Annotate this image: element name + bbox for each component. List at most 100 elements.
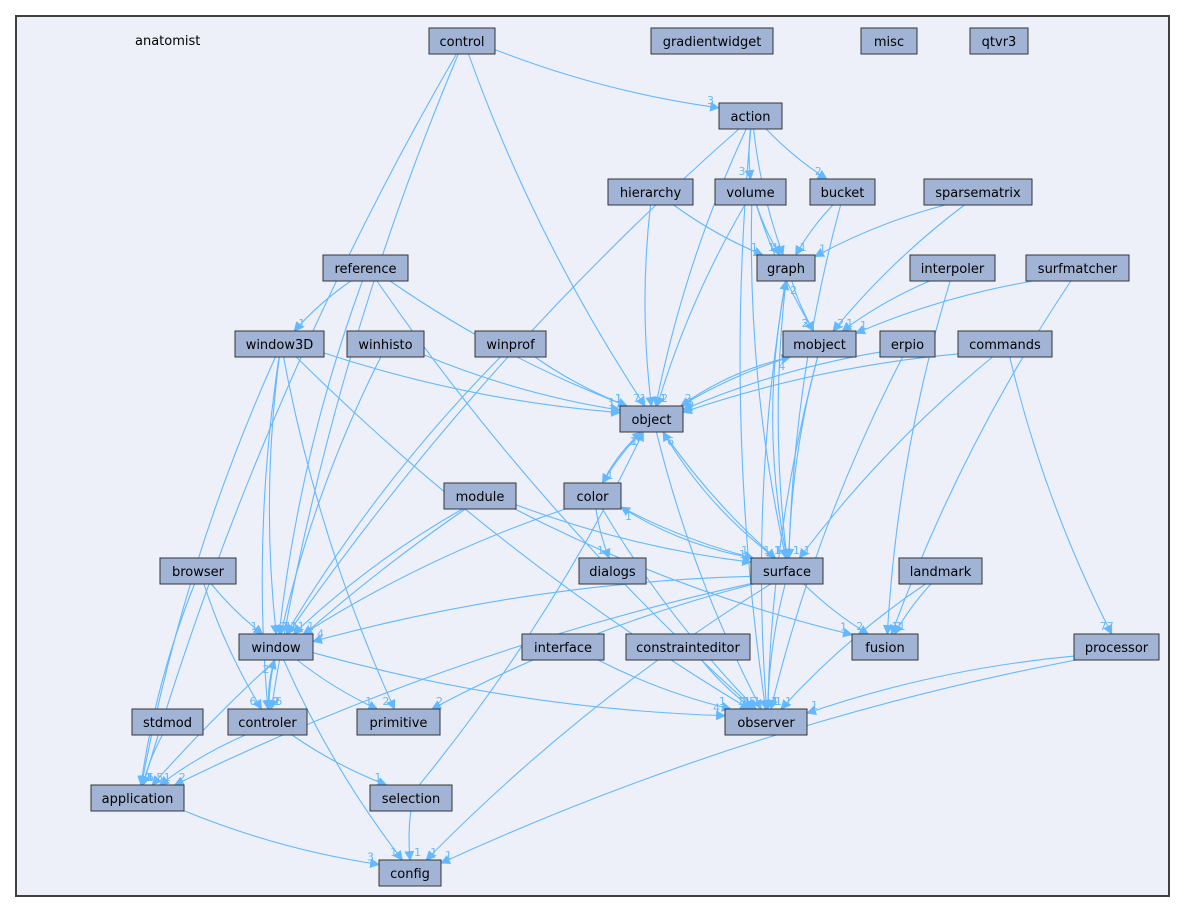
node-commands[interactable]: commands (957, 330, 1053, 358)
edge-line (654, 204, 746, 407)
node-box (809, 178, 876, 206)
edge-count-label: 1 (739, 548, 746, 561)
node-box (851, 633, 919, 661)
node-application[interactable]: application (90, 784, 185, 812)
edge-commands-to-surface: 1 (798, 356, 993, 559)
edge-count-label: 1 (772, 695, 779, 708)
node-selection[interactable]: selection (369, 784, 453, 812)
edge-count-label: 1 (800, 241, 807, 254)
node-label: mobject (793, 338, 846, 353)
edge-count-label: 1 (741, 544, 748, 557)
edge-count-label: 5 (156, 771, 163, 784)
edge-count-label: 1 (365, 695, 372, 708)
edge-line (814, 204, 946, 258)
node-label: browser (172, 565, 225, 580)
edge-count-label: 1 (737, 695, 744, 708)
edge-count-label: 1 (164, 771, 171, 784)
node-controler[interactable]: controler (227, 708, 308, 736)
node-control[interactable]: control (428, 27, 496, 55)
edge-line (293, 280, 352, 332)
node-label: interface (534, 641, 592, 656)
node-box (356, 708, 441, 736)
edge-count-label: 1 (631, 435, 638, 448)
node-erpio[interactable]: erpio (879, 330, 936, 358)
edge-application-to-config: 3 (183, 810, 380, 869)
edge-line (158, 734, 246, 786)
node-interpoler[interactable]: interpoler (909, 254, 996, 282)
node-box (625, 633, 751, 661)
node-label: application (102, 792, 174, 807)
node-box (234, 330, 325, 358)
node-label: hierarchy (620, 186, 682, 201)
edge-line (515, 504, 752, 567)
node-hierarchy[interactable]: hierarchy (607, 178, 694, 206)
node-volume[interactable]: volume (714, 178, 787, 206)
node-interface[interactable]: interface (521, 633, 605, 661)
node-object[interactable]: object (619, 405, 684, 433)
node-dialogs[interactable]: dialogs (578, 557, 647, 585)
edge-surface-to-fusion: 2 (803, 583, 870, 635)
edge-selection-to-config: 1 (404, 810, 421, 861)
edge-line (882, 280, 951, 635)
edge-line (312, 575, 752, 644)
node-surface[interactable]: surface (750, 557, 824, 585)
node-color[interactable]: color (563, 482, 622, 510)
node-window[interactable]: window (238, 633, 314, 661)
edge-line (679, 356, 791, 407)
edge-count-label: 2 (815, 165, 822, 178)
edge-color-to-dialogs: 1 (595, 508, 611, 559)
edge-count-label: 1 (793, 544, 800, 557)
edge-count-label: 1 (606, 469, 613, 482)
edge-stdmod-to-application: 1 (140, 734, 163, 786)
edge-line (620, 506, 755, 561)
edge-line (323, 352, 621, 417)
node-winhisto[interactable]: winhisto (346, 330, 425, 358)
node-landmark[interactable]: landmark (898, 557, 983, 585)
edge-count-label: 7 (633, 392, 640, 405)
edge-line (203, 583, 263, 710)
node-processor[interactable]: processor (1073, 633, 1160, 661)
node-mobject[interactable]: mobject (782, 330, 857, 358)
node-gradientwidget[interactable]: gradientwidget (650, 27, 774, 55)
node-module[interactable]: module (443, 482, 517, 510)
node-reference[interactable]: reference (322, 254, 409, 282)
node-label: volume (726, 186, 774, 201)
edge-count-label: 1 (608, 396, 615, 409)
edge-mobject-to-object: 2 (679, 356, 791, 407)
edge-line (267, 659, 277, 710)
node-qtvr3[interactable]: qtvr3 (969, 27, 1029, 55)
node-surfmatcher[interactable]: surfmatcher (1025, 254, 1130, 282)
node-label: window (251, 641, 301, 656)
edge-count-label: 6 (250, 695, 257, 708)
edge-module-to-surface: 1 (515, 504, 752, 567)
node-config[interactable]: config (378, 859, 442, 887)
node-window3D[interactable]: window3D (234, 330, 325, 358)
edge-count-label: 1 (898, 620, 905, 633)
edge-count-label: 4 (778, 360, 785, 373)
edge-processor-to-config: 1 (440, 659, 1076, 864)
node-graph[interactable]: graph (756, 254, 816, 282)
node-fusion[interactable]: fusion (851, 633, 919, 661)
edge-winprof-to-object: 1 (534, 356, 628, 408)
node-misc[interactable]: misc (860, 27, 918, 55)
node-constrainteditor[interactable]: constrainteditor (625, 633, 751, 661)
cluster-label: anatomist (135, 34, 200, 49)
edge-commands-to-object: 9 (682, 353, 959, 415)
node-primitive[interactable]: primitive (356, 708, 441, 736)
node-bucket[interactable]: bucket (809, 178, 876, 206)
node-label: surfmatcher (1038, 262, 1118, 277)
node-label: window3D (246, 338, 314, 353)
edge-control-to-action: 3 (494, 49, 720, 112)
node-action[interactable]: action (718, 102, 783, 130)
node-observer[interactable]: observer (724, 708, 808, 736)
edge-object-to-mobject: 4 (680, 354, 792, 407)
edge-commands-to-processor: 77 (1009, 356, 1114, 635)
edge-hierarchy-to-object: 1 (639, 204, 656, 407)
node-browser[interactable]: browser (159, 557, 237, 585)
node-winprof[interactable]: winprof (474, 330, 547, 358)
edge-line (841, 280, 930, 332)
node-stdmod[interactable]: stdmod (131, 708, 204, 736)
edge-color-to-window: 1 (302, 508, 566, 635)
node-sparsematrix[interactable]: sparsematrix (923, 178, 1033, 206)
edge-count-label: 1 (625, 510, 632, 523)
